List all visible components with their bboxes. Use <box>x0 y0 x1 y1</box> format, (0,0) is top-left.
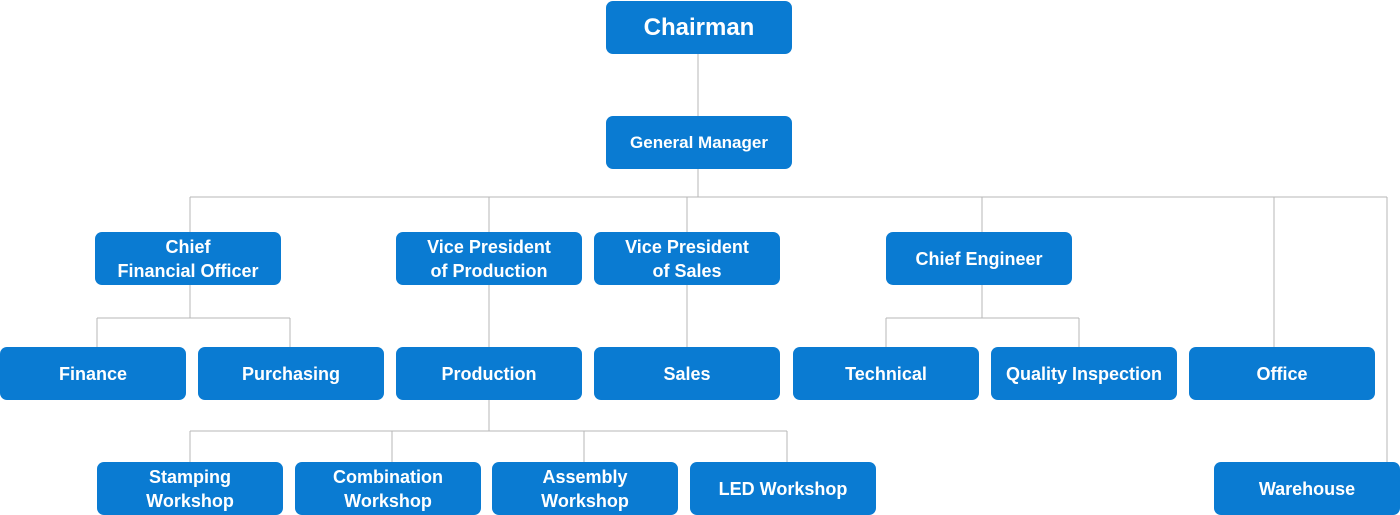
assembly-workshop-label: Assembly Workshop <box>541 466 629 511</box>
chief-engineer-box: Chief Engineer <box>886 232 1072 285</box>
led-workshop-label: LED Workshop <box>718 478 848 499</box>
vp-production-label: Vice President of Production <box>427 236 551 281</box>
office-box: Office <box>1189 347 1375 400</box>
combination-workshop-box: Combination Workshop <box>295 462 481 515</box>
quality-inspection-label: Quality Inspection <box>1005 363 1163 384</box>
sales-box: Sales <box>594 347 780 400</box>
chairman-label: Chairman <box>643 13 755 41</box>
vp-sales-label: Vice President of Sales <box>625 236 749 281</box>
general-manager-label: General Manager <box>630 132 768 152</box>
warehouse-box: Warehouse <box>1214 462 1400 515</box>
chairman-box: Chairman <box>606 1 792 54</box>
technical-label: Technical <box>845 363 927 384</box>
cfo-label: Chief Financial Officer <box>117 236 259 281</box>
stamping-workshop-box: Stamping Workshop <box>97 462 283 515</box>
production-label: Production <box>441 363 537 384</box>
purchasing-box: Purchasing <box>198 347 384 400</box>
warehouse-label: Warehouse <box>1258 478 1356 499</box>
assembly-workshop-box: Assembly Workshop <box>492 462 678 515</box>
stamping-workshop-label: Stamping Workshop <box>146 466 234 511</box>
office-label: Office <box>1256 363 1308 384</box>
production-box: Production <box>396 347 582 400</box>
cfo-box: Chief Financial Officer <box>95 232 281 285</box>
combination-workshop-label: Combination Workshop <box>333 466 443 511</box>
vp-production-box: Vice President of Production <box>396 232 582 285</box>
led-workshop-box: LED Workshop <box>690 462 876 515</box>
finance-box: Finance <box>0 347 186 400</box>
general-manager-box: General Manager <box>606 116 792 169</box>
vp-sales-box: Vice President of Sales <box>594 232 780 285</box>
chief-engineer-label: Chief Engineer <box>915 248 1043 269</box>
technical-box: Technical <box>793 347 979 400</box>
sales-label: Sales <box>663 363 711 384</box>
quality-inspection-box: Quality Inspection <box>991 347 1177 400</box>
finance-label: Finance <box>58 363 128 384</box>
purchasing-label: Purchasing <box>241 363 341 384</box>
